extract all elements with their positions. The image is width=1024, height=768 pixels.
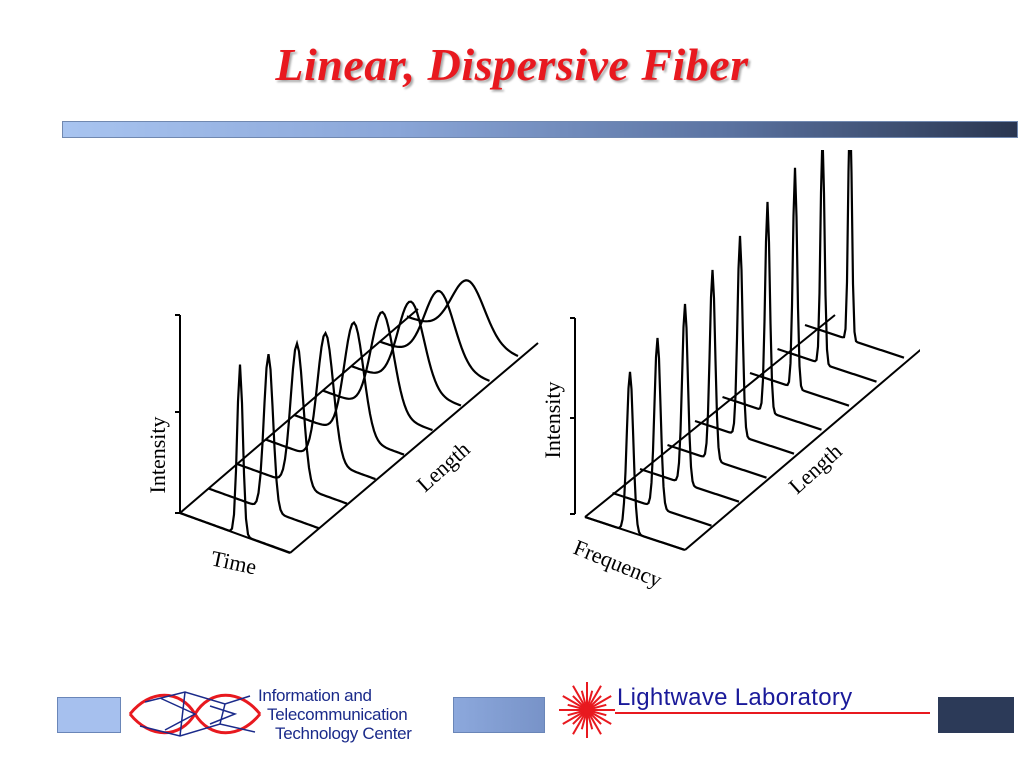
itc-logo-icon: [128, 691, 262, 737]
starburst-ray: [572, 685, 588, 711]
lightwave-lab-underline: [615, 712, 930, 714]
title-underline-bar: [62, 121, 1018, 138]
right-spectrum-trace: [584, 371, 685, 551]
figure-time-domain: Intensity Time Length: [140, 255, 540, 585]
left-pulse-trace: [265, 330, 376, 481]
starburst-ray: [586, 685, 602, 711]
slide-title: Linear, Dispersive Fiber: [275, 39, 749, 90]
left-pulse-trace: [406, 279, 519, 358]
footer-left-square: [57, 697, 121, 733]
laser-starburst-icon: [559, 682, 615, 738]
left-pulse-trace: [236, 339, 348, 505]
starburst-ray: [562, 709, 588, 725]
right-spectrum-trace: [749, 167, 850, 407]
right-y-axis-label: Intensity: [540, 382, 565, 459]
right-spectrum-trace: [804, 150, 905, 359]
left-pulse-trace: [322, 310, 433, 432]
frequency-domain-waterfall-plot: Intensity Frequency Length: [540, 150, 920, 592]
right-depth-axis-label: Length: [784, 438, 847, 498]
right-depth-axis-back: [584, 314, 836, 518]
starburst-ray: [586, 709, 602, 735]
right-spectrum-trace: [694, 235, 795, 455]
time-domain-waterfall-plot: Intensity Time Length: [145, 279, 539, 579]
left-pulse-trace: [350, 300, 462, 407]
left-pulse-traces: [175, 279, 539, 554]
starburst-ray: [586, 709, 612, 725]
lightwave-lab-name: Lightwave Laboratory: [617, 684, 853, 711]
footer-middle-square: [453, 697, 545, 733]
left-depth-axis-label: Length: [412, 436, 475, 496]
figure-frequency-domain: Intensity Frequency Length: [535, 150, 920, 595]
left-x-axis-label: Time: [209, 545, 259, 579]
left-pulse-trace: [293, 320, 405, 456]
itc-line-2: Telecommunication: [267, 705, 408, 724]
right-spectrum-trace: [722, 201, 822, 431]
left-depth-axis-back: [179, 308, 419, 514]
right-spectrum-trace: [612, 337, 712, 527]
right-spectrum-trace: [667, 269, 767, 479]
starburst-ray: [562, 695, 588, 711]
left-pulse-trace: [379, 289, 490, 382]
footer-right-square: [938, 697, 1014, 733]
starburst-ray: [586, 695, 612, 711]
right-spectrum-traces: [570, 150, 920, 551]
left-pulse-trace: [208, 353, 319, 530]
left-y-axis-label: Intensity: [145, 417, 170, 494]
right-x-axis-label: Frequency: [570, 534, 665, 592]
itc-name: Information and Telecommunication Techno…: [258, 686, 458, 743]
itc-line-1: Information and: [258, 686, 372, 705]
left-pulse-trace: [179, 364, 291, 554]
right-depth-axis-front: [684, 348, 920, 551]
right-spectrum-trace: [639, 303, 740, 503]
starburst-ray: [572, 709, 588, 735]
itc-line-3: Technology Center: [275, 724, 412, 743]
left-depth-axis-front: [289, 342, 539, 554]
right-spectrum-trace: [777, 150, 877, 383]
